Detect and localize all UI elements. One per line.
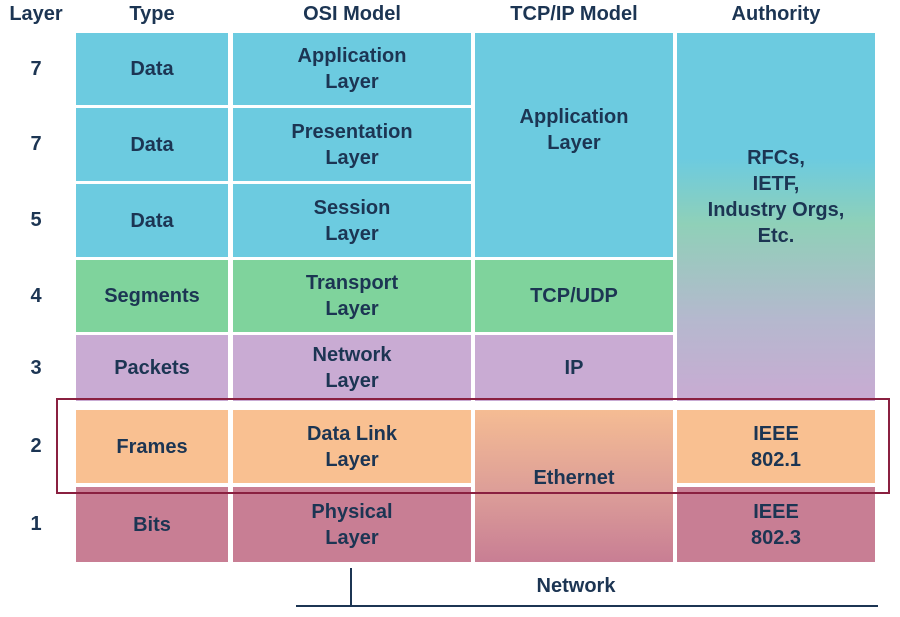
header-osi-model: OSI Model	[303, 2, 401, 25]
osi-session-layer: Session Layer	[233, 184, 471, 257]
authority-rfcs-ietf: RFCs, IETF, Industry Orgs, Etc.	[677, 33, 875, 401]
tcpip-application-layer: Application Layer	[475, 33, 673, 257]
osi-data-link-layer: Data Link Layer	[233, 410, 471, 483]
authority-ieee-802-1: IEEE 802.1	[677, 410, 875, 483]
layer-number: 2	[30, 435, 42, 457]
network-bracket-line	[296, 605, 878, 607]
type-cell-bits: Bits	[76, 487, 228, 562]
layer-number: 7	[30, 57, 42, 80]
header-type: Type	[129, 2, 175, 25]
type-cell-frames: Frames	[76, 410, 228, 483]
type-cell-data: Data	[76, 33, 228, 105]
header-tcpip-model: TCP/IP Model	[510, 2, 638, 25]
tcpip-internet-ip: IP	[475, 335, 673, 401]
tcpip-link-ethernet: Ethernet	[475, 410, 673, 562]
osi-presentation-layer: Presentation Layer	[233, 108, 471, 181]
type-cell-data: Data	[76, 184, 228, 257]
network-bracket-tick	[350, 568, 352, 607]
network-label: Network	[536, 574, 616, 597]
header-layer: Layer	[9, 2, 63, 25]
osi-transport-layer: Transport Layer	[233, 260, 471, 332]
osi-network-layer: Network Layer	[233, 335, 471, 401]
type-cell-packets: Packets	[76, 335, 228, 401]
data-link-highlight-box	[56, 398, 890, 494]
layer-number: 7	[30, 133, 42, 155]
tcpip-transport-tcp-udp: TCP/UDP	[475, 260, 673, 332]
authority-ieee-802-3: IEEE 802.3	[677, 487, 875, 562]
type-cell-data: Data	[76, 108, 228, 181]
type-cell-segments: Segments	[76, 260, 228, 332]
osi-application-layer: Application Layer	[233, 33, 471, 105]
layer-number: 3	[30, 356, 42, 379]
layer-number: 4	[30, 284, 42, 307]
layer-number: 1	[30, 513, 42, 535]
layer-number: 5	[30, 209, 42, 231]
header-authority: Authority	[731, 2, 821, 25]
osi-physical-layer: Physical Layer	[233, 487, 471, 562]
